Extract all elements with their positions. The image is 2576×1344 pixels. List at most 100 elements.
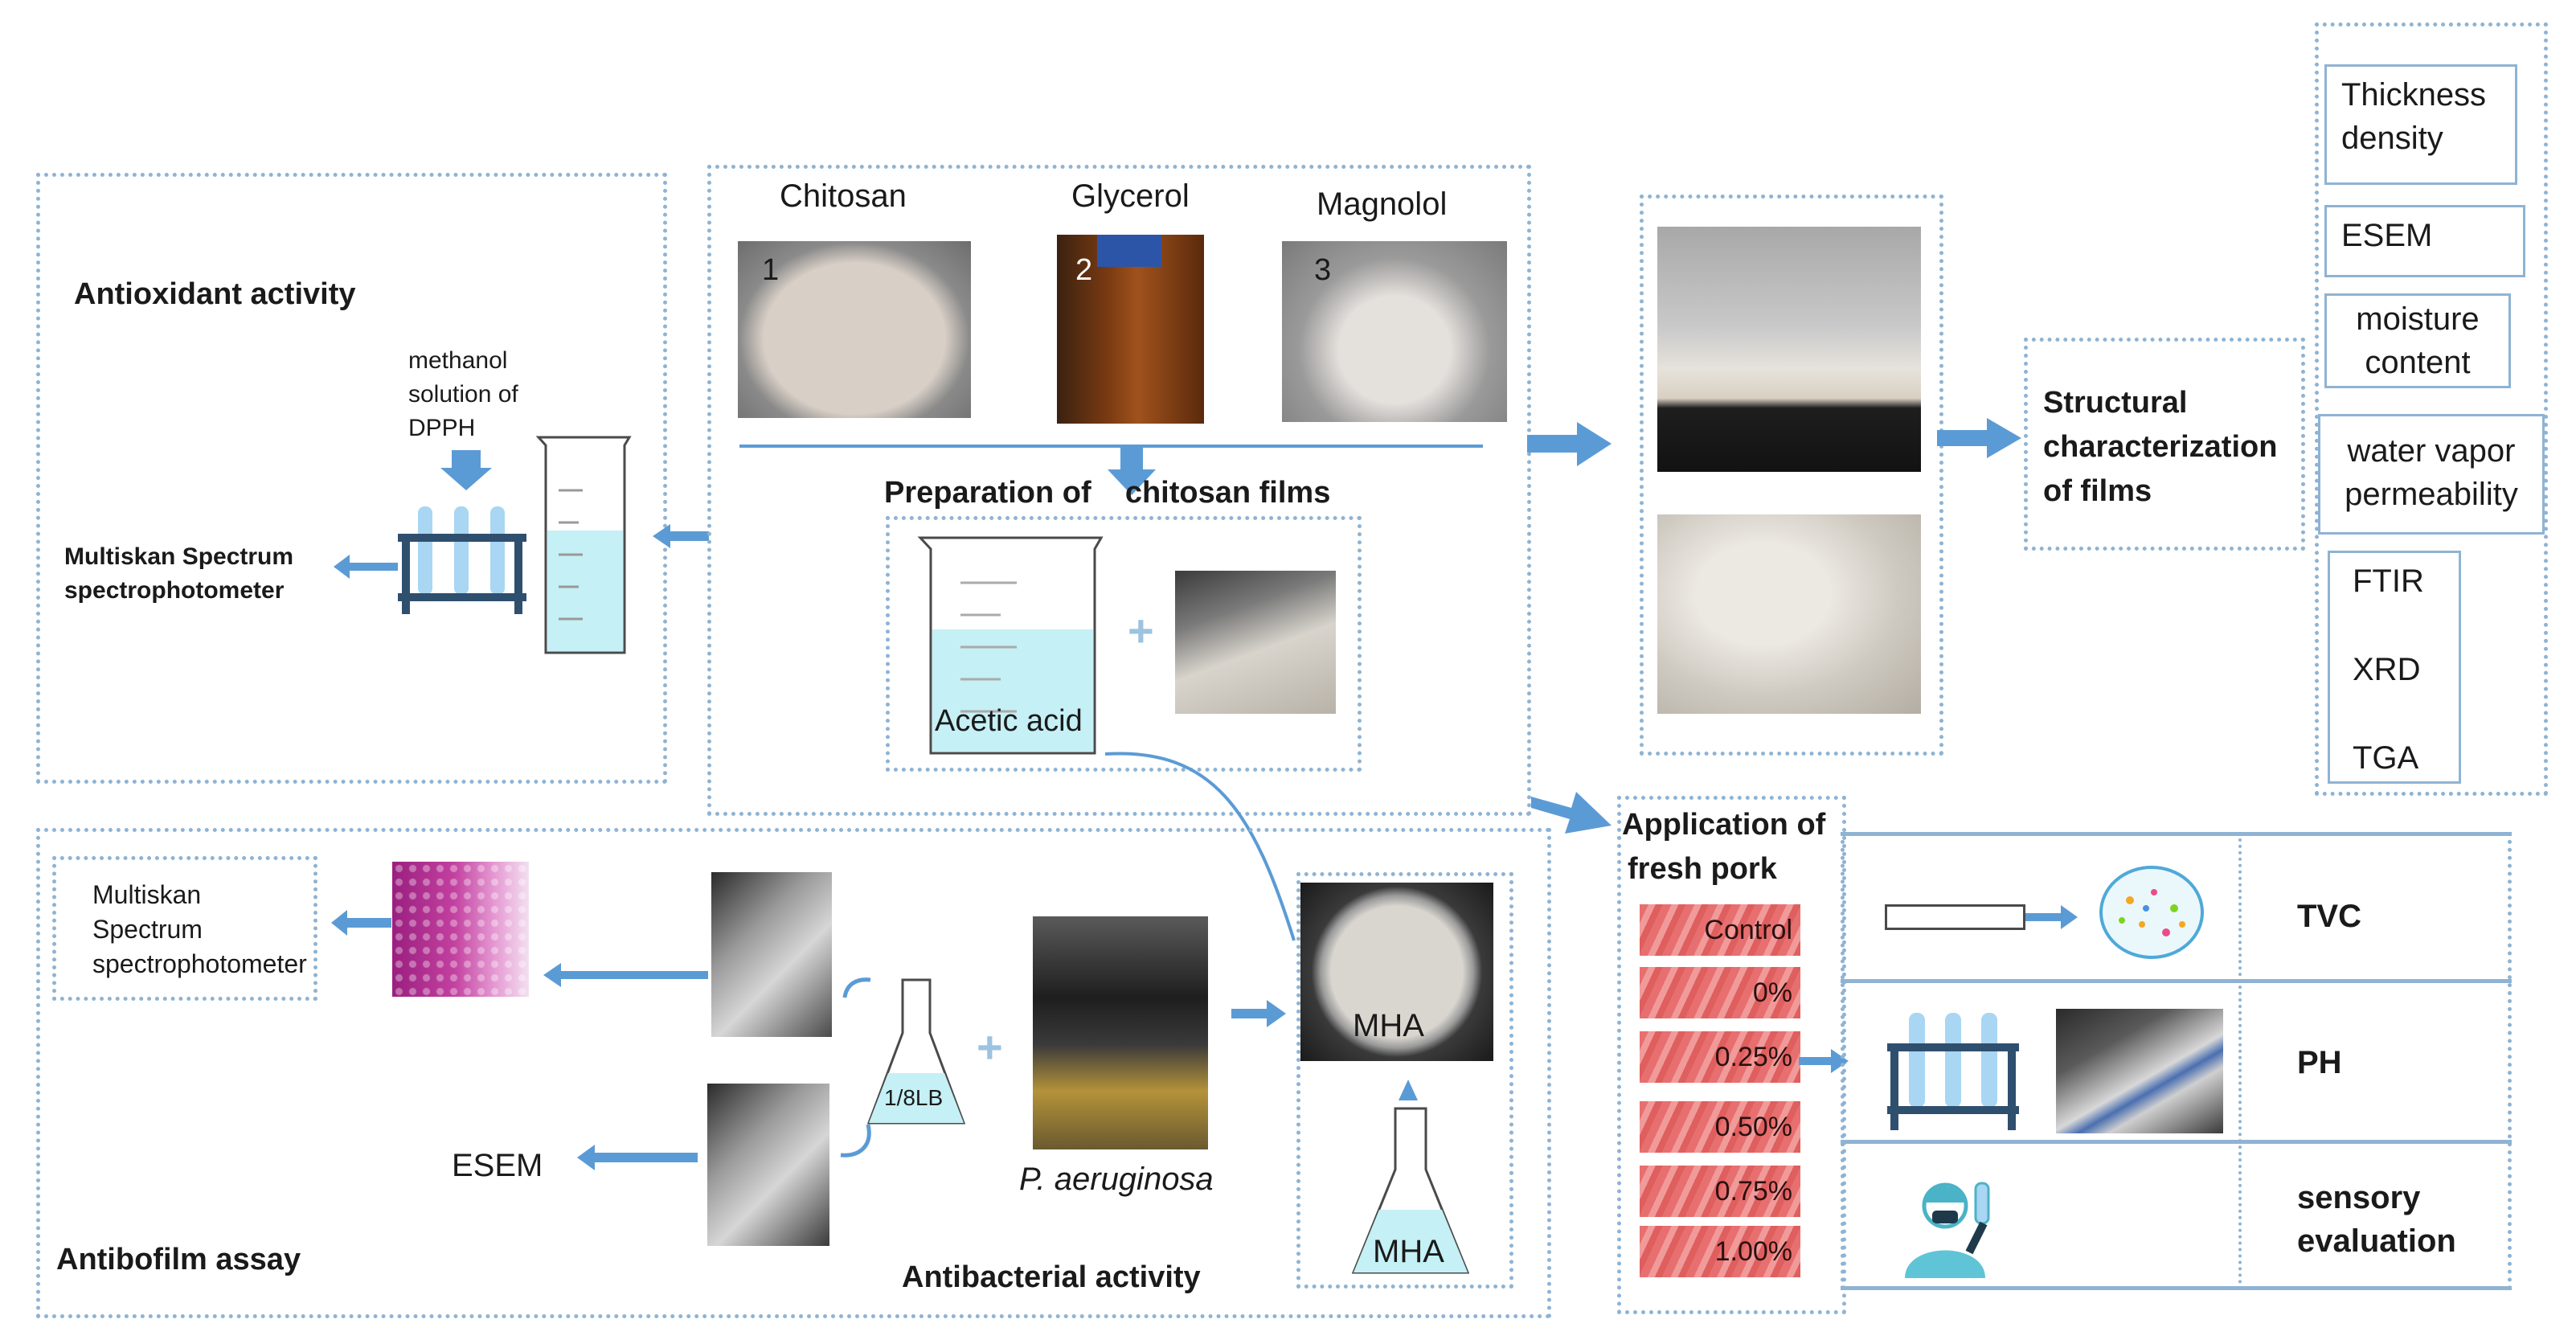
arrow-to-antioxidant xyxy=(653,524,709,548)
pork-sample-050: 0.50% xyxy=(1640,1101,1800,1153)
dpph-label-1: methanol xyxy=(408,347,508,374)
mha-flask-icon xyxy=(1351,1107,1470,1274)
pork-sample-0: 0% xyxy=(1640,967,1800,1018)
multiskan-box-bottom xyxy=(52,856,317,1001)
bacteria-culture-photo xyxy=(1033,916,1208,1149)
arrow-to-ph xyxy=(1799,1049,1849,1073)
organism-label: P. aeruginosa xyxy=(1019,1162,1214,1197)
pork-sample-100: 1.00% xyxy=(1640,1226,1800,1277)
arrow-to-esem xyxy=(577,1145,698,1170)
arrow-down-to-preparation xyxy=(1108,447,1156,495)
antibiofilm-title: Antibofilm assay xyxy=(56,1243,301,1276)
structural-line-1: Structural xyxy=(2043,386,2188,420)
xrd-label: XRD xyxy=(2353,652,2421,687)
dpph-label-3: DPPH xyxy=(408,415,476,441)
thickness-label: Thickness xyxy=(2341,77,2487,113)
ftir-label: FTIR xyxy=(2353,563,2424,599)
researcher-icon xyxy=(1905,1182,1990,1278)
mha-plate-label: MHA xyxy=(1353,1008,1424,1043)
plus-icon-bottom: + xyxy=(977,1022,1003,1072)
structural-line-3: of films xyxy=(2043,474,2152,508)
film-dish-photo xyxy=(1657,227,1921,472)
tga-label: TGA xyxy=(2353,740,2419,776)
ftir-xrd-tga-box: FTIR XRD TGA xyxy=(2328,551,2461,784)
film-photos-panel xyxy=(1640,195,1943,756)
arrow-plate-to-microplate xyxy=(543,963,708,987)
preparation-box xyxy=(886,516,1362,772)
esem-bottom-label: ESEM xyxy=(452,1148,543,1183)
test-tube-rack-ph-icon xyxy=(1887,1013,2019,1130)
moisture-label: moisture xyxy=(2356,301,2480,337)
connector-curve xyxy=(1104,752,1296,941)
preparation-title: Preparation of chitosan films xyxy=(884,476,1331,510)
arrow-up-to-plate xyxy=(1399,1080,1418,1100)
results-table-row-rule-2 xyxy=(1841,1140,2512,1144)
mha-box xyxy=(1296,872,1513,1289)
antioxidant-title: Antioxidant activity xyxy=(74,277,356,311)
glycerol-label: Glycerol xyxy=(1071,178,1190,214)
well-plate-photo-top xyxy=(711,872,832,1037)
pork-sample-025: 0.25% xyxy=(1640,1031,1800,1083)
ph-label: PH xyxy=(2297,1045,2342,1080)
application-title-2: fresh pork xyxy=(1628,852,1777,886)
pork-sample-control: Control xyxy=(1640,904,1800,956)
plus-icon: + xyxy=(1128,605,1154,656)
magnolol-label: Magnolol xyxy=(1317,186,1448,222)
well-plate-photo-bottom xyxy=(707,1084,829,1246)
results-table-col-divider xyxy=(2238,832,2242,1290)
pork-sample-075: 0.75% xyxy=(1640,1166,1800,1217)
moisture-content-box: moisture content xyxy=(2324,293,2511,388)
arrow-to-multiskan-bottom xyxy=(331,910,391,936)
chitosan-label: Chitosan xyxy=(780,178,907,214)
multiskan-bottom-3: spectrophotometer xyxy=(92,949,307,978)
arrow-to-structural xyxy=(1937,418,2021,458)
chitosan-photo xyxy=(738,241,971,418)
tvc-label: TVC xyxy=(2297,899,2361,934)
antibacterial-title: Antibacterial activity xyxy=(902,1260,1201,1294)
water-vapor-box: water vapor permeability xyxy=(2318,414,2545,535)
antibiofilm-panel xyxy=(36,828,1551,1318)
arrow-to-films xyxy=(1527,422,1612,466)
structural-box xyxy=(2024,338,2305,551)
content-label: content xyxy=(2365,345,2471,380)
thickness-density-box: Thickness density xyxy=(2324,64,2517,185)
arrow-to-application xyxy=(1531,792,1612,834)
curved-arrow-top xyxy=(842,977,871,998)
mha-flask-label: MHA xyxy=(1373,1234,1444,1269)
lb-flask-label: 1/8LB xyxy=(884,1085,944,1110)
multiskan-label-2: spectrophotometer xyxy=(64,577,285,604)
test-tube-rack-icon xyxy=(398,506,526,614)
multiskan-bottom-1: Multiskan xyxy=(92,880,202,909)
results-table-top-rule xyxy=(1841,832,2512,836)
esem-box: ESEM xyxy=(2324,205,2525,277)
characterization-list-panel xyxy=(2315,23,2548,796)
sensory-label-2: evaluation xyxy=(2297,1223,2456,1259)
acetic-acid-label: Acetic acid xyxy=(935,704,1083,738)
photo-number-1: 1 xyxy=(762,253,780,287)
materials-divider-line xyxy=(739,445,1483,448)
results-table-row-rule-1 xyxy=(1841,979,2512,983)
microplate-photo xyxy=(392,862,529,997)
arrow-to-mha xyxy=(1231,1000,1286,1027)
multiskan-label-1: Multiskan Spectrum xyxy=(64,543,294,570)
density-label: density xyxy=(2341,121,2443,156)
permeability-label: permeability xyxy=(2345,477,2518,512)
sample-strip-icon xyxy=(1885,904,2025,930)
photo-number-3: 3 xyxy=(1314,253,1332,287)
antioxidant-panel xyxy=(36,173,667,784)
ph-meter-photo xyxy=(2056,1009,2223,1133)
arrow-to-multiskan xyxy=(334,555,398,579)
lb-flask-icon xyxy=(866,978,966,1125)
magnolol-photo xyxy=(1282,241,1507,422)
film-sheet-photo xyxy=(1657,514,1921,714)
dpph-label-2: solution of xyxy=(408,381,518,408)
beaker-icon xyxy=(535,436,632,654)
petri-dish-icon xyxy=(2099,866,2204,959)
stirrer-photo xyxy=(1175,571,1336,714)
materials-panel xyxy=(707,165,1531,816)
mha-plate-photo xyxy=(1300,883,1493,1061)
structural-line-2: characterization xyxy=(2043,430,2278,464)
dpph-down-arrow xyxy=(440,450,492,490)
curved-arrow-bottom xyxy=(840,1124,871,1158)
esem-label: ESEM xyxy=(2341,218,2433,253)
